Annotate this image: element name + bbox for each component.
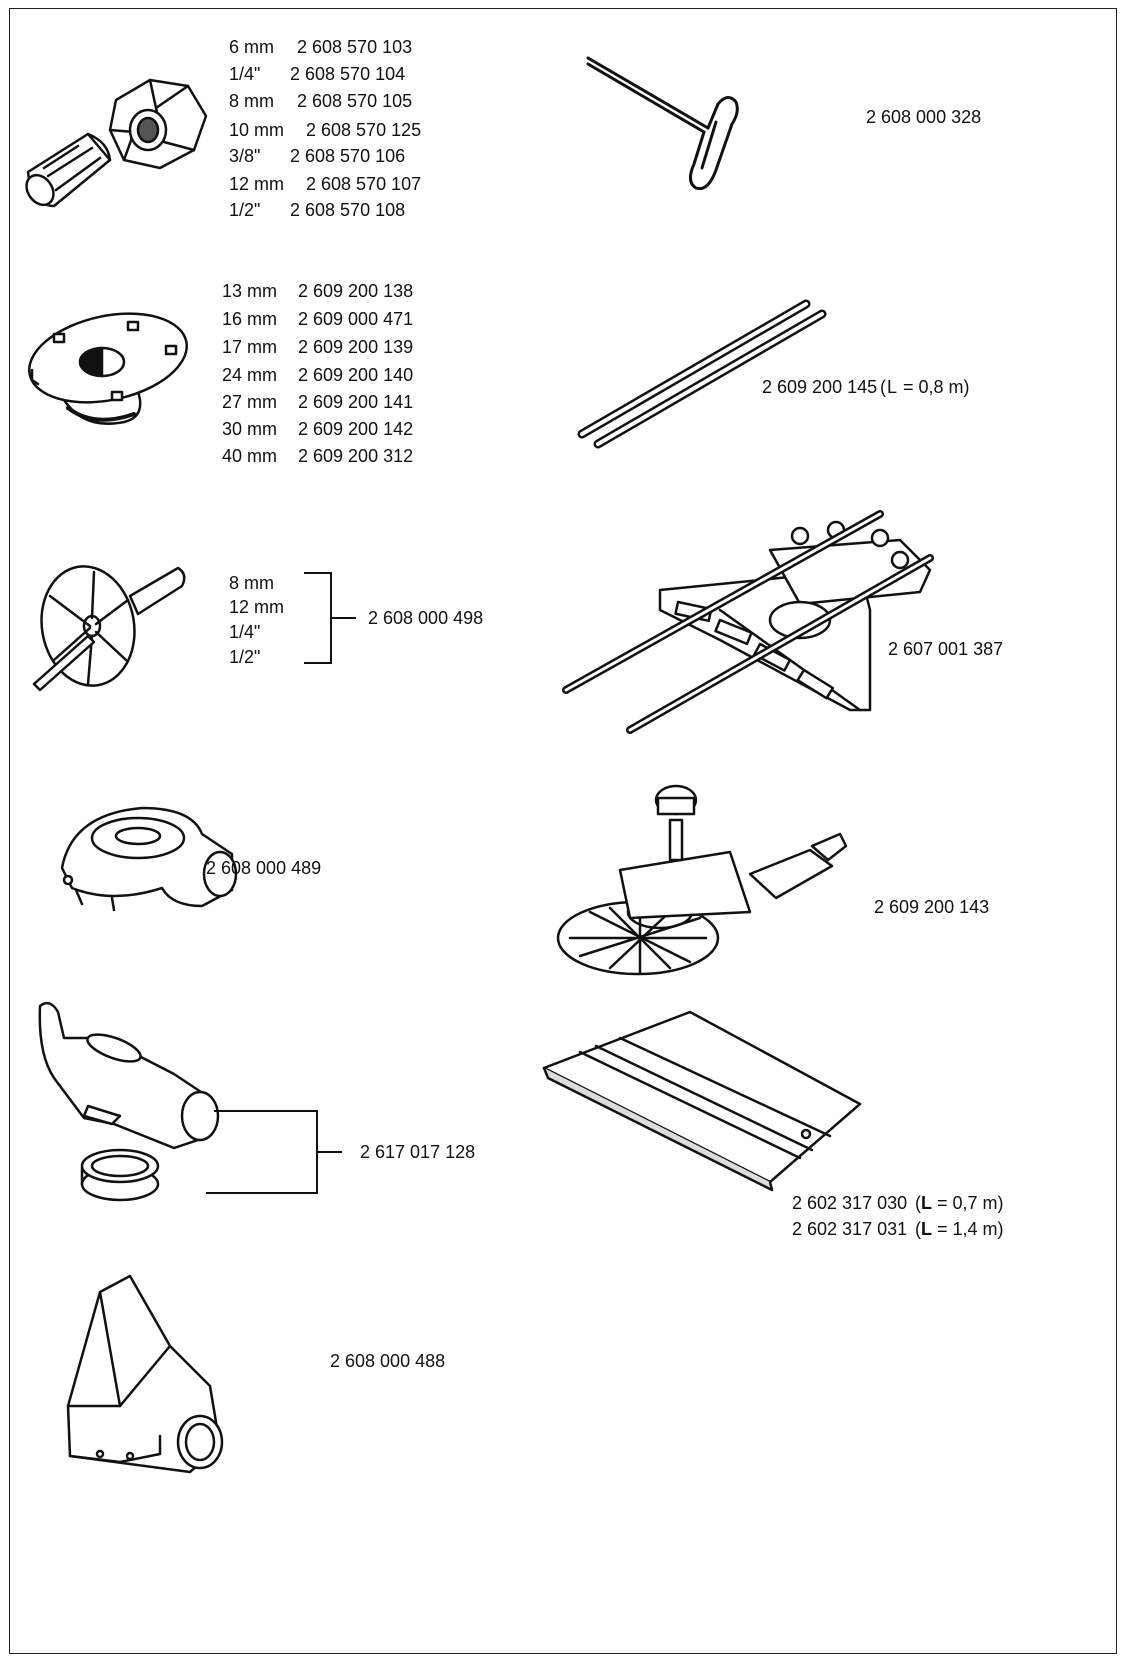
trimming-attachment-code: 2 609 200 143 [874, 897, 990, 917]
adapter-bracket-vertical [316, 1110, 318, 1194]
dust-hood-icon [60, 806, 238, 912]
mandrel-bracket-bottom [304, 662, 332, 664]
guide-rail-length-value: = 1,4 m) [932, 1219, 1004, 1239]
collet-size: 8 mm [229, 91, 274, 111]
collet-code: 2 608 570 125 [306, 120, 422, 140]
template-guide-size: 27 mm [222, 392, 278, 412]
adapter-bracket-tick [318, 1151, 342, 1153]
template-guide-icon [28, 312, 188, 425]
adapter-bracket-top [214, 1110, 318, 1112]
template-guide-code: 2 609 200 139 [298, 337, 414, 357]
guide-rods-length-value: = 0,8 m) [898, 377, 970, 397]
collet-code: 2 608 570 105 [297, 91, 413, 111]
extraction-hood-icon [66, 1274, 224, 1474]
collet-code: 2 608 570 106 [290, 146, 406, 166]
collet-code: 2 608 570 107 [306, 174, 422, 194]
trimming-attachment-icon [556, 784, 848, 976]
mandrel-bracket-top [304, 572, 332, 574]
parallel-guide-code: 2 607 001 387 [888, 639, 1004, 659]
extraction-hood-code: 2 608 000 488 [330, 1351, 446, 1371]
collet-code: 2 608 570 108 [290, 200, 406, 220]
template-guide-code: 2 609 000 471 [298, 309, 414, 329]
guide-rods-length-open: ( [880, 377, 886, 397]
centering-mandrel-code: 2 608 000 498 [368, 608, 484, 628]
guide-rods-icon [577, 299, 827, 449]
collet-size: 1/4" [229, 64, 261, 84]
template-guide-size: 40 mm [222, 446, 278, 466]
guide-rail-length-open: ( [915, 1193, 921, 1213]
collet-code: 2 608 570 104 [290, 64, 406, 84]
collet-nut-icon [25, 78, 208, 208]
centering-mandrel-icon [32, 565, 186, 692]
template-guide-code: 2 609 200 138 [298, 281, 414, 301]
extraction-adapter-icon [38, 1001, 220, 1202]
template-guide-size: 30 mm [222, 419, 278, 439]
adapter-bracket-bottom [206, 1192, 318, 1194]
guide-rail-icon [542, 1010, 862, 1192]
template-guide-size: 13 mm [222, 281, 278, 301]
extraction-adapter-code: 2 617 017 128 [360, 1142, 476, 1162]
collet-size: 3/8" [229, 146, 261, 166]
mandrel-bracket-vertical [330, 572, 332, 664]
mandrel-size: 1/2" [229, 647, 261, 667]
guide-rail-code: 2 602 317 030 [792, 1193, 908, 1213]
template-guide-code: 2 609 200 140 [298, 365, 414, 385]
guide-rail-length-value: = 0,7 m) [932, 1193, 1004, 1213]
parallel-guide-icon [562, 510, 934, 734]
collet-code: 2 608 570 103 [297, 37, 413, 57]
guide-rail-length-letter: L [921, 1219, 932, 1239]
guide-rail-length-open: ( [915, 1219, 921, 1239]
collet-size: 1/2" [229, 200, 261, 220]
guide-rods-length-letter: L [887, 377, 898, 397]
template-guide-size: 16 mm [222, 309, 278, 329]
mandrel-bracket-tick [332, 617, 356, 619]
guide-rail-length-letter: L [921, 1193, 932, 1213]
template-guide-code: 2 609 200 312 [298, 446, 414, 466]
dust-hood-code: 2 608 000 489 [206, 858, 322, 878]
guide-rods-code: 2 609 200 145 [762, 377, 878, 397]
mandrel-size: 12 mm [229, 597, 285, 617]
t-wrench-code: 2 608 000 328 [866, 107, 982, 127]
guide-rail-code: 2 602 317 031 [792, 1219, 908, 1239]
collet-size: 12 mm [229, 174, 285, 194]
t-wrench-icon [586, 56, 739, 191]
template-guide-size: 17 mm [222, 337, 278, 357]
template-guide-code: 2 609 200 141 [298, 392, 414, 412]
collet-size: 10 mm [229, 120, 285, 140]
mandrel-size: 8 mm [229, 573, 274, 593]
mandrel-size: 1/4" [229, 622, 261, 642]
collet-size: 6 mm [229, 37, 274, 57]
template-guide-code: 2 609 200 142 [298, 419, 414, 439]
template-guide-size: 24 mm [222, 365, 278, 385]
